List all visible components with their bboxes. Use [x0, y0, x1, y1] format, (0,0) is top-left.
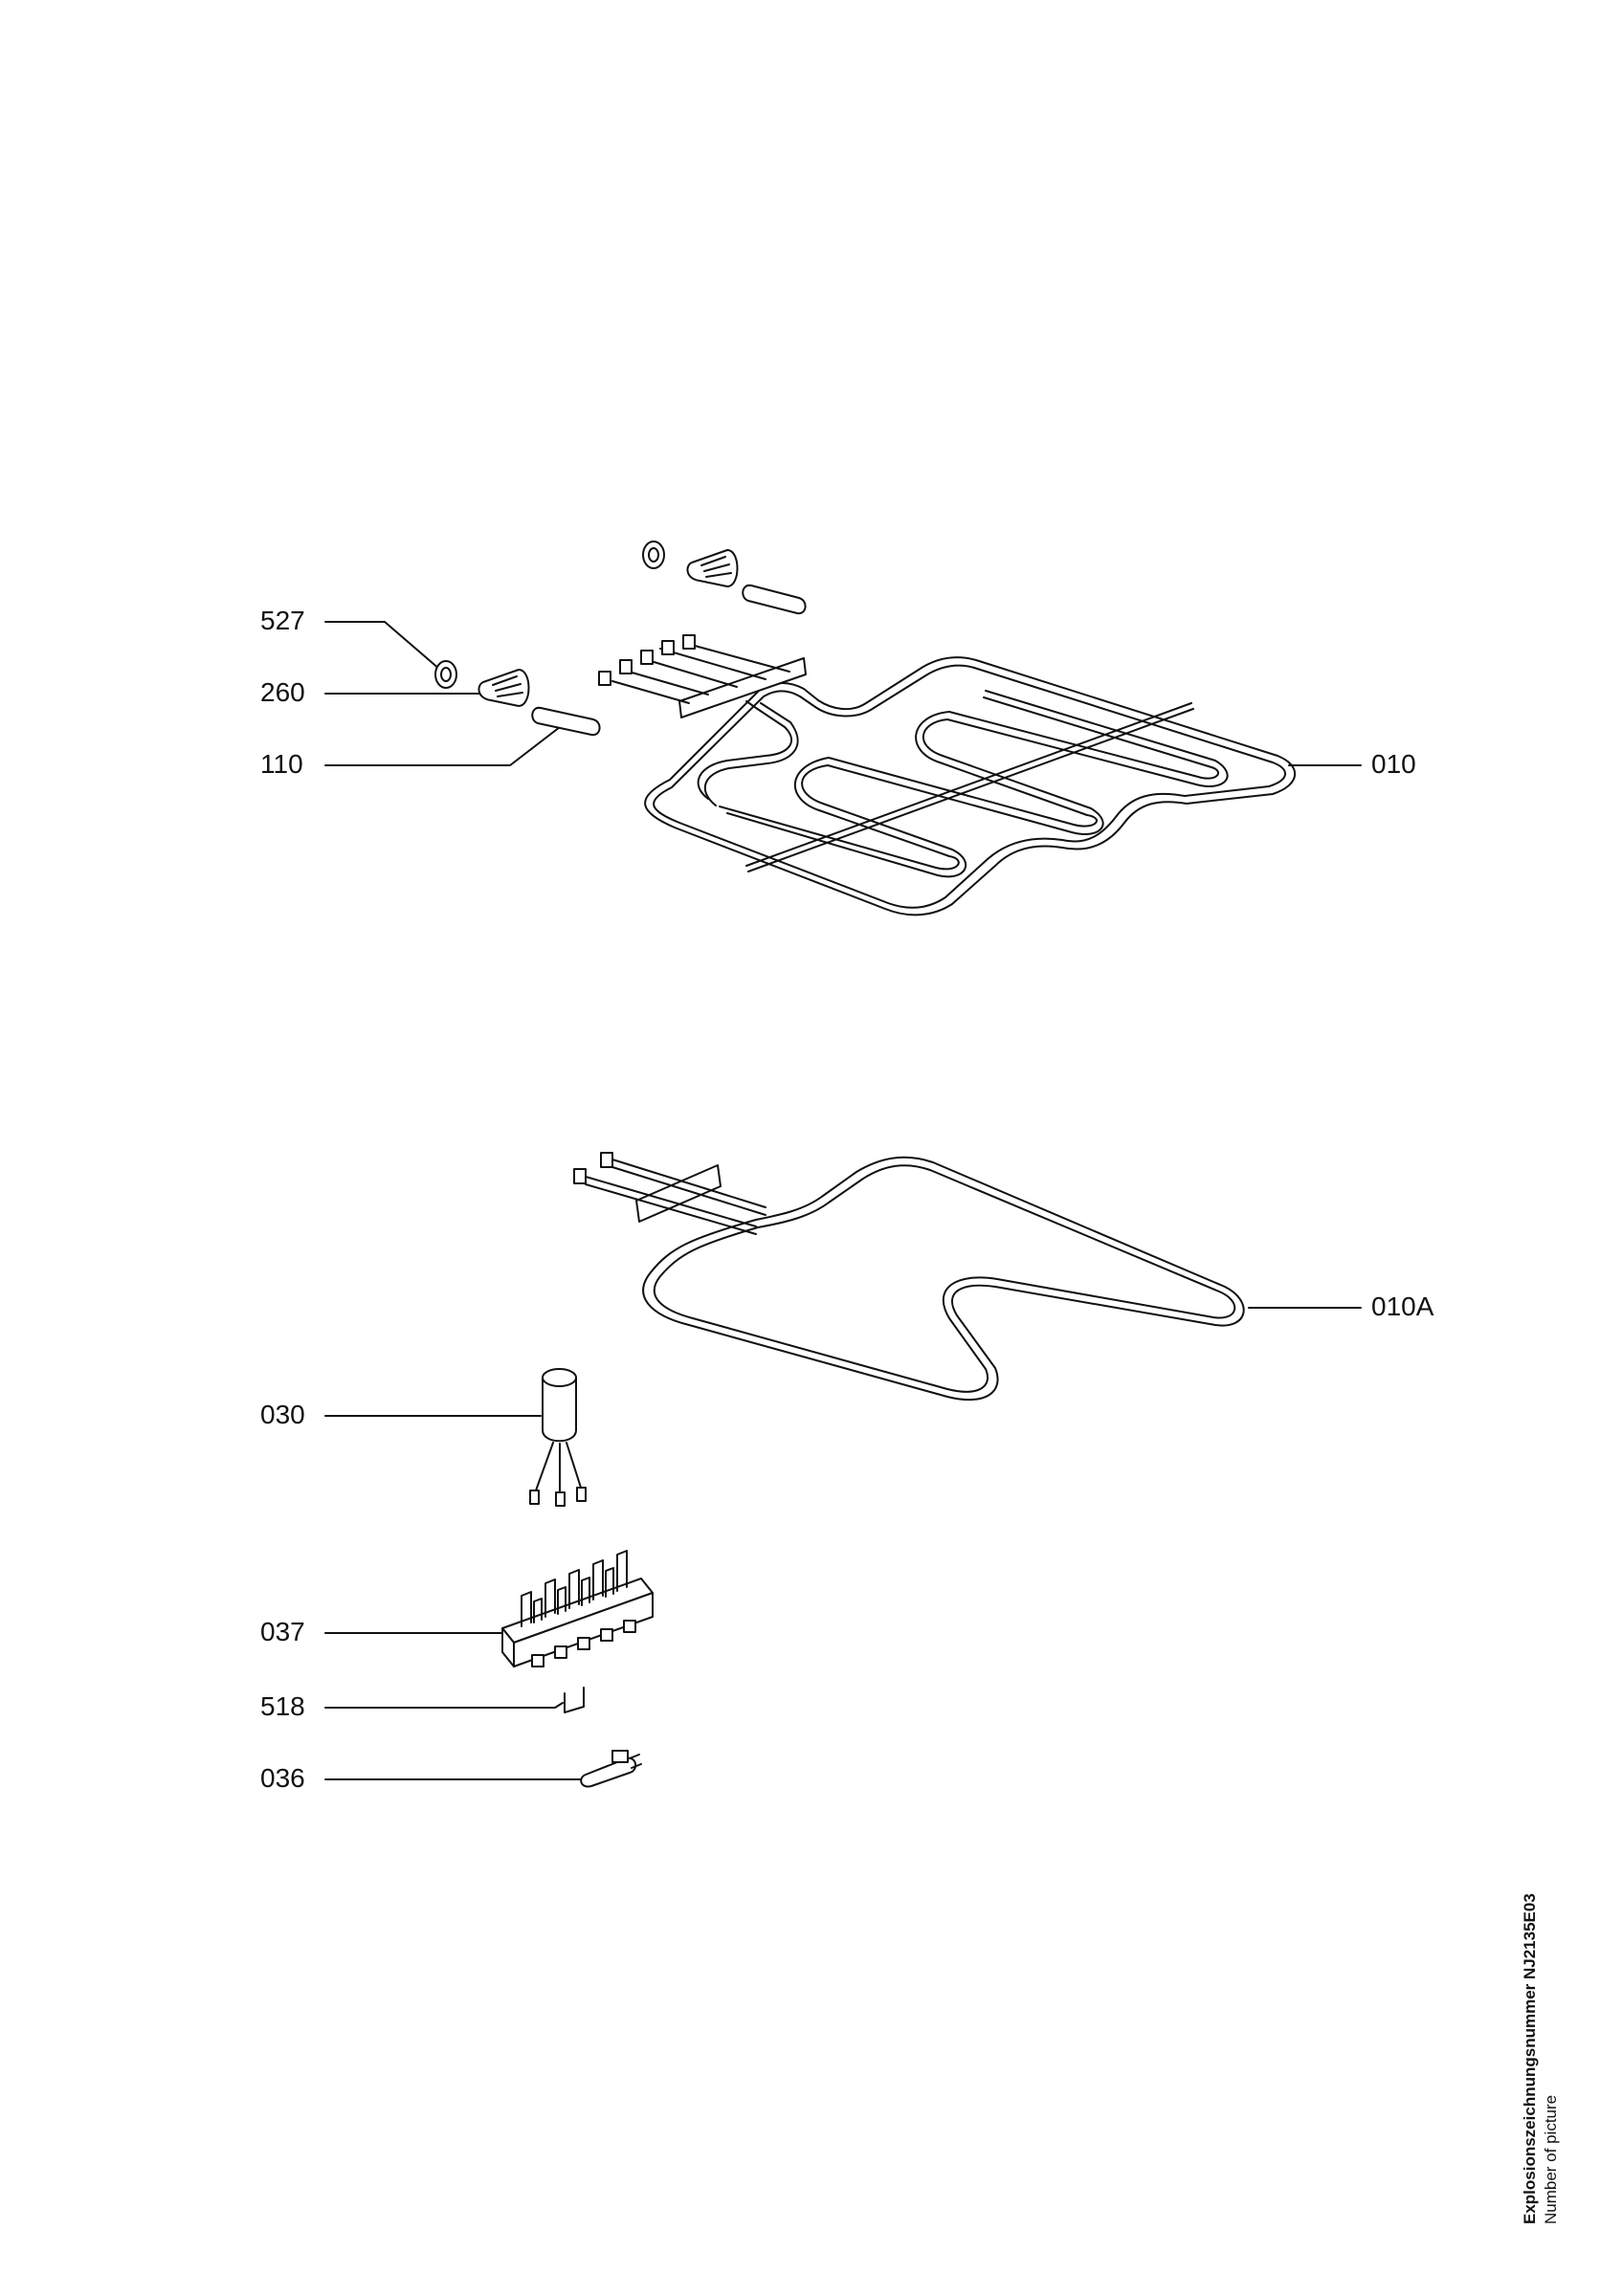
callout-010: 010	[1371, 749, 1416, 779]
callout-030: 030	[260, 1400, 305, 1429]
fittings-upper	[643, 541, 806, 613]
clip-518	[565, 1688, 584, 1712]
terminal-block-037	[502, 1551, 653, 1667]
leader-518	[325, 1703, 563, 1708]
fittings-lower	[435, 661, 600, 735]
terminal-screws	[532, 1621, 635, 1667]
callout-110: 110	[260, 749, 303, 779]
callout-527: 527	[260, 606, 305, 635]
explosion-drawing-number: Explosionszeichnungsnummer NJ2135E03	[1521, 1893, 1539, 2224]
callout-036: 036	[260, 1763, 305, 1793]
terminal-tabs	[522, 1551, 627, 1626]
connector-036	[581, 1751, 641, 1786]
capacitor-030	[530, 1369, 586, 1506]
tube-110	[532, 708, 599, 735]
callout-037: 037	[260, 1617, 305, 1646]
leader-110	[325, 727, 560, 765]
nut-527	[435, 661, 456, 688]
heating-element-010	[599, 635, 1295, 915]
heating-element-010A	[574, 1153, 1244, 1400]
leader-lines	[325, 622, 1361, 1779]
callout-518: 518	[260, 1691, 305, 1721]
callout-260: 260	[260, 677, 305, 707]
leader-527	[325, 622, 440, 670]
callout-010A: 010A	[1371, 1292, 1434, 1321]
number-of-picture-label: Number of picture	[1542, 2094, 1560, 2224]
